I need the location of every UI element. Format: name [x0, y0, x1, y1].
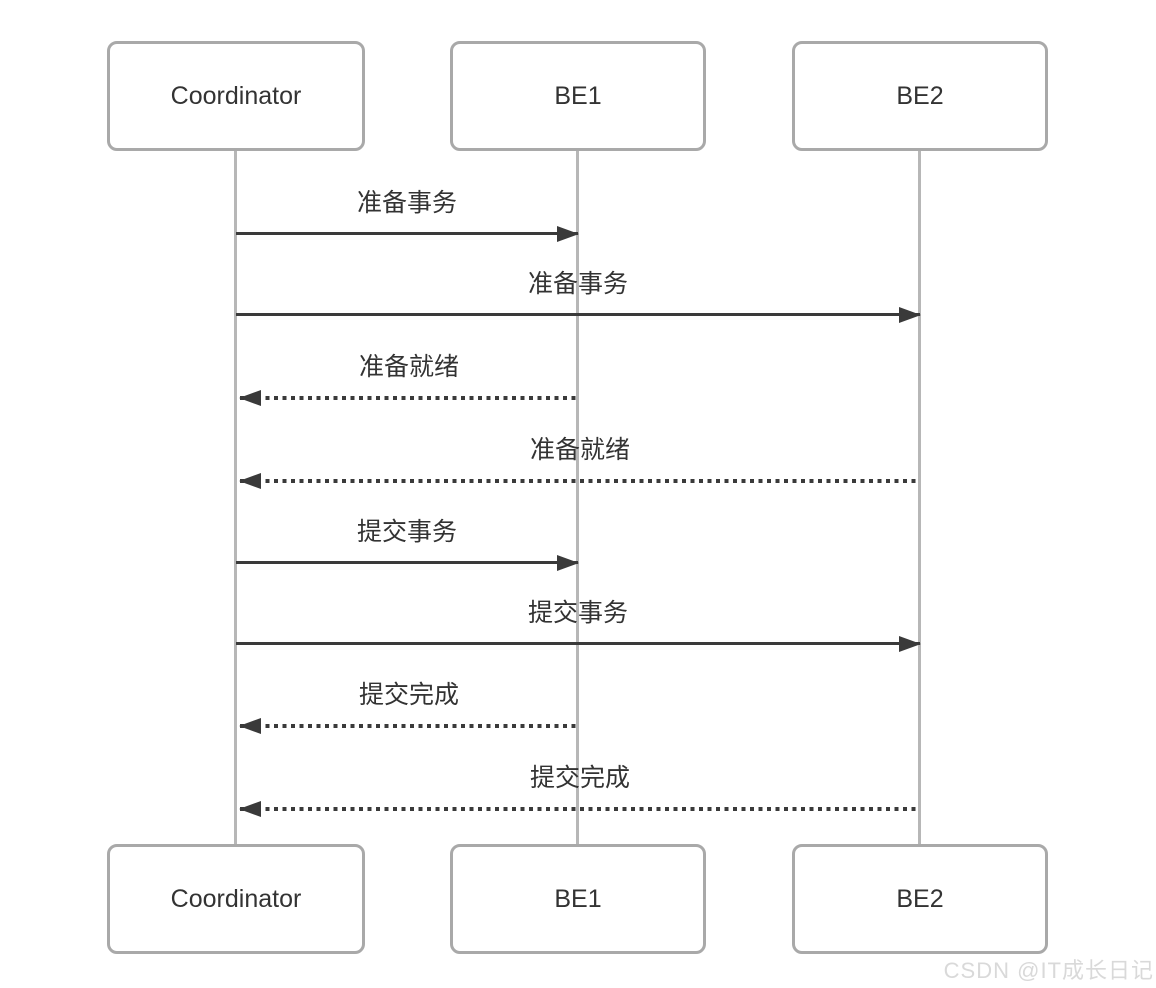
arrowhead-right-icon — [557, 554, 579, 571]
message-commit-done-be1: 提交完成 — [239, 679, 578, 734]
message-ready-be1: 准备就绪 — [239, 351, 578, 406]
message-commit-be2: 提交事务 — [236, 597, 921, 652]
dotted-arrow-line — [239, 801, 920, 817]
lifeline-be1 — [576, 151, 579, 844]
participant-label: Coordinator — [170, 884, 302, 913]
message-label: 提交完成 — [358, 681, 459, 709]
participant-label: BE2 — [896, 884, 944, 913]
participant-label: BE1 — [554, 81, 602, 110]
message-label: 准备事务 — [527, 270, 628, 298]
message-label: 准备就绪 — [529, 436, 630, 464]
csdn-watermark: CSDN @IT成长日记 — [943, 958, 1154, 983]
message-label: 提交事务 — [356, 518, 457, 546]
solid-arrow-line — [236, 225, 579, 242]
dotted-arrow-line — [239, 390, 578, 406]
solid-arrow-line — [236, 306, 921, 323]
lifeline-be2 — [918, 151, 921, 844]
participant-be2-bottom: BE2 — [792, 844, 1048, 954]
message-prepare-be2: 准备事务 — [236, 268, 921, 323]
solid-arrow-line — [236, 554, 579, 571]
arrowhead-left-icon — [239, 390, 261, 406]
participant-label: Coordinator — [170, 81, 302, 110]
message-label: 提交完成 — [529, 764, 630, 792]
arrowhead-right-icon — [899, 306, 921, 323]
message-label: 提交事务 — [527, 599, 628, 627]
dotted-arrow-line — [239, 718, 578, 734]
participant-be1-bottom: BE1 — [450, 844, 706, 954]
message-prepare-be1: 准备事务 — [236, 187, 579, 242]
arrowhead-right-icon — [899, 635, 921, 652]
arrowhead-right-icon — [557, 225, 579, 242]
lifeline-coordinator — [234, 151, 237, 844]
message-label: 准备就绪 — [358, 353, 459, 381]
participant-label: BE1 — [554, 884, 602, 913]
participant-coordinator-top: Coordinator — [107, 41, 365, 151]
participant-be1-top: BE1 — [450, 41, 706, 151]
message-label: 准备事务 — [356, 189, 457, 217]
arrowhead-left-icon — [239, 473, 261, 489]
participant-coordinator-bottom: Coordinator — [107, 844, 365, 954]
message-commit-done-be2: 提交完成 — [239, 762, 920, 817]
participant-label: BE2 — [896, 81, 944, 110]
dotted-arrow-line — [239, 473, 920, 489]
solid-arrow-line — [236, 635, 921, 652]
participant-be2-top: BE2 — [792, 41, 1048, 151]
arrowhead-left-icon — [239, 801, 261, 817]
arrowhead-left-icon — [239, 718, 261, 734]
message-commit-be1: 提交事务 — [236, 516, 579, 571]
message-ready-be2: 准备就绪 — [239, 434, 920, 489]
